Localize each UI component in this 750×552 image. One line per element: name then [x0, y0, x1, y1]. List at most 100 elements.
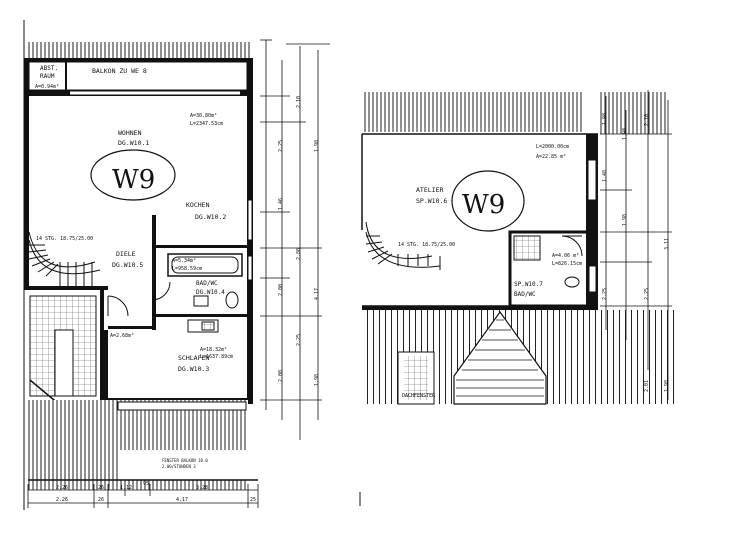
bath-sink	[193, 295, 209, 307]
wall-flur	[108, 326, 156, 329]
wohnen-perimeter: L=2347.53cm	[190, 121, 223, 127]
wall-bath-bottom	[156, 314, 248, 317]
diele-code: DG.W10.5	[112, 261, 143, 269]
dim-bottom-1-4: 3.28	[196, 485, 208, 491]
bad-code-right: SP.W10.7	[514, 281, 543, 288]
stair-note-left: 14 STG. 18.75/25.00	[36, 236, 93, 242]
balkon-label: BALKON ZU WE 8	[92, 67, 147, 75]
dimension-lines-bottom	[27, 484, 259, 508]
kochen-label: KOCHEN	[186, 201, 210, 209]
wohnen-area: A=30.80m²	[190, 113, 217, 119]
dim-right-left-2: 1.98	[314, 140, 320, 152]
dim-right-left-4: 2.86	[296, 248, 302, 260]
left-wall-outer	[24, 58, 29, 288]
dimension-lines-right-plan	[600, 90, 672, 400]
roof-hatch-top-right	[362, 92, 582, 132]
dim-bottom-2-3: 25	[250, 497, 256, 503]
dim-right-2: 2.10	[644, 114, 650, 126]
shower	[513, 235, 541, 261]
winding-stair-left	[28, 231, 101, 286]
toilet-right	[564, 276, 580, 288]
flur-area: A=2.68m²	[110, 333, 134, 339]
dim-right-7: 2.25	[644, 288, 650, 300]
stair-note-right: 14 STG. 18.75/25.00	[398, 242, 455, 248]
balcony-bottom-box	[117, 401, 247, 411]
wohnen-code: DG.W10.1	[118, 139, 149, 147]
balcony-note-box	[120, 450, 246, 480]
dim-bottom-1-1: 26	[98, 485, 104, 491]
schlafen-code: DG.W10.3	[178, 365, 209, 373]
bad-perimeter-left: L=958.59cm	[172, 266, 202, 272]
bad-code-left: DG.W10.4	[196, 289, 225, 296]
bottom-note-1: FENSTER BALKON 10.0	[162, 458, 208, 463]
dim-right-5: 1.98	[622, 214, 628, 226]
handwritten-w9-left: W9	[112, 165, 155, 195]
balcony-rail-inner	[70, 91, 240, 95]
dim-right-4: 3.11	[664, 238, 670, 250]
dachfenster-label: DACHFENSTER	[402, 393, 436, 399]
dim-right-left-7: 2.25	[296, 334, 302, 346]
left-floor-plan	[23, 20, 330, 510]
wall-stair-right	[100, 288, 104, 400]
handwritten-circle-left	[90, 149, 176, 201]
dim-right-left-0: 2.25	[278, 140, 284, 152]
wall-schlafen-left	[104, 330, 108, 400]
wall-diele-kochen	[152, 215, 156, 330]
dim-bottom-2-1: 26	[98, 497, 104, 503]
dim-right-6: 2.25	[602, 288, 608, 300]
toilet	[225, 291, 239, 309]
dim-right-left-3: 1.46	[278, 198, 284, 210]
bottom-note-2: 2.00/STUNDEN 3	[162, 464, 196, 469]
kochen-code: DG.W10.2	[195, 213, 226, 221]
dim-right-3: 1.48	[602, 170, 608, 182]
kitchen-sink-bowl	[201, 321, 215, 331]
dim-right-0: 1.98	[602, 113, 608, 125]
schlafen-label: SCHLAFEN	[178, 354, 209, 362]
right-plan-labels: ATELIER SP.W10.6 W9 L=2000.00cm A=22.85 …	[398, 113, 670, 399]
wall-diele-left	[24, 286, 108, 290]
atelier-code: SP.W10.6	[416, 197, 447, 205]
bad-perimeter-right: L=826.15cm	[552, 261, 582, 267]
abst-raum-label: ABST.	[40, 65, 58, 72]
dim-right-left-5: 2.00	[278, 284, 284, 296]
bathtub-inner	[171, 256, 239, 274]
bad-label-right: BAD/WC	[514, 291, 536, 298]
winding-stair-right	[365, 221, 441, 270]
door-arc-1	[107, 295, 129, 317]
atelier-perimeter: L=2000.00cm	[536, 144, 569, 150]
atelier-area: A=22.85 m²	[536, 154, 566, 160]
dim-bottom-1-2: 1.12	[120, 485, 132, 491]
bad-label-left: BAD/WC	[196, 280, 218, 287]
abst-raum-label-2: RAUM	[40, 73, 55, 80]
dim-right-left-9: 1.98	[314, 374, 320, 386]
handwritten-circle-right	[451, 170, 525, 232]
dim-right-1: 1.98	[622, 128, 628, 140]
right-floor-plan	[361, 90, 676, 405]
dimension-lines-right-left-plan	[260, 39, 330, 440]
abst-raum-area: A=0.94m²	[35, 84, 59, 90]
dim-right-9: 1.98	[664, 380, 670, 392]
wall-bath-top	[156, 245, 248, 248]
top-wall-outer	[24, 58, 252, 62]
dim-right-left-8: 2.00	[278, 370, 284, 382]
handwritten-w9-right: W9	[462, 190, 505, 220]
stair-core	[54, 329, 74, 397]
schlafen-area: A=18.32m²	[200, 347, 227, 353]
window-right-2	[247, 255, 253, 281]
dim-right-left-6: 4.17	[314, 288, 320, 300]
dim-bottom-2-0: 2.26	[56, 497, 68, 503]
roof-hatch-top-right-2	[598, 92, 668, 134]
wohnen-label: WOHNEN	[118, 129, 142, 137]
dim-right-left-1: 2.10	[296, 96, 302, 108]
dim-bottom-1-3: 95	[143, 481, 149, 487]
door-arc-2	[151, 281, 171, 301]
dormer-hatch	[456, 319, 544, 397]
bad-area-left: A=5.34m²	[172, 258, 196, 264]
dim-bottom-1-0: 2.26	[56, 485, 68, 491]
bad-area-right: A=4.06 m²	[552, 253, 579, 259]
dormer-roof	[453, 310, 547, 405]
dim-right-8: 2.01	[644, 380, 650, 392]
roof-hatch-top-left	[28, 42, 250, 58]
lift-box-inner	[404, 356, 428, 400]
